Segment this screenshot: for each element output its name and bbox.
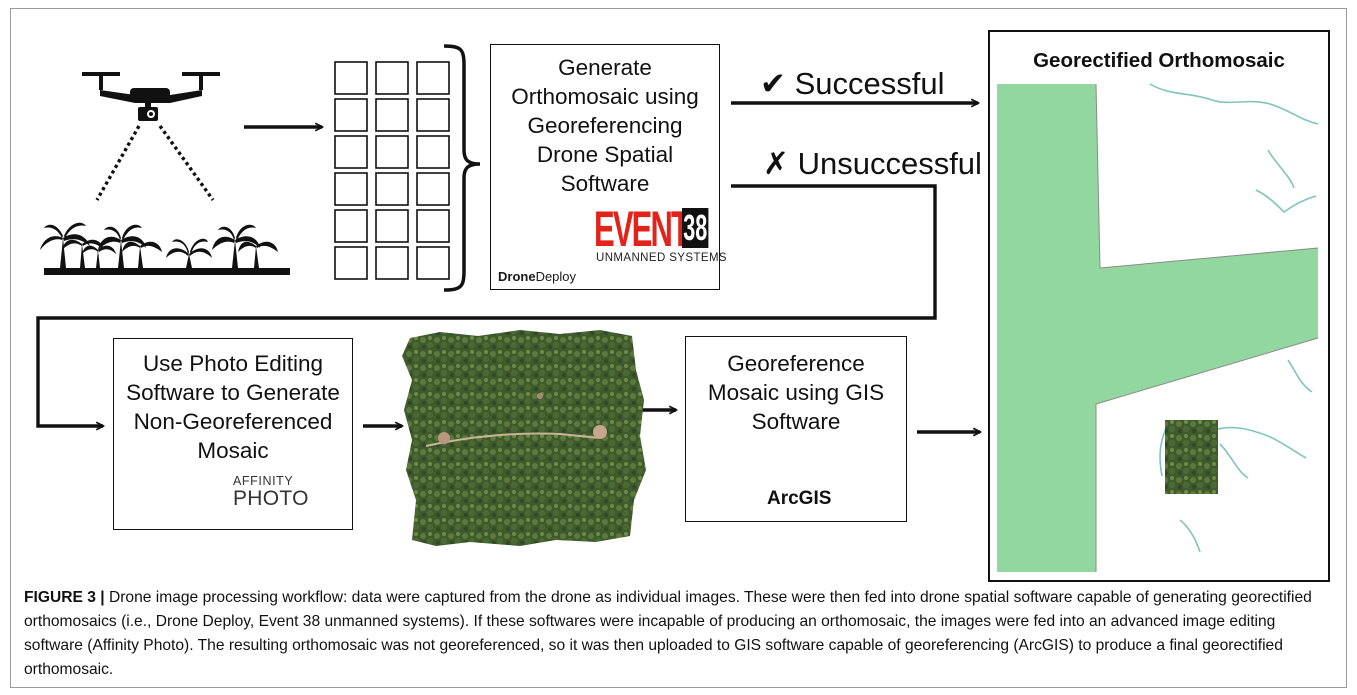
dronedeploy-wordmark: DroneDeploy [498,269,576,284]
dronedeploy-wordmark-bold: Drone [498,269,536,284]
caption-label: FIGURE 3 | [24,589,105,606]
result-georectified-orthomosaic: Georectified Orthomosaic [988,30,1330,582]
step-generate-text: Generate Orthomosaic using Georeferencin… [511,55,699,196]
step-georeference: Georeference Mosaic using GIS Software [685,336,907,522]
step-photo-text: Use Photo Editing Software to Generate N… [126,351,340,463]
event38-tagline: UNMANNED SYSTEMS [596,252,727,264]
step-generate-orthomosaic: Generate Orthomosaic using Georeferencin… [490,44,720,290]
step-photo-editing: Use Photo Editing Software to Generate N… [113,338,353,530]
arrow-unsuccessful [36,184,937,426]
event38-number: 38 [682,207,709,248]
figure-caption: FIGURE 3 | Drone image processing workfl… [24,586,1329,682]
step-georef-text: Georeference Mosaic using GIS Software [707,351,885,434]
flow-arrows [36,103,980,432]
event38-wordmark: EVENT [594,201,690,257]
affinity-photo-wordmark: AFFINITY PHOTO [233,472,309,510]
result-title: Georectified Orthomosaic [1033,49,1285,72]
outcome-unsuccessful-label: ✗ Unsuccessful [763,146,982,181]
outcome-successful-label: ✔ Successful [760,66,945,101]
figure-frame [10,8,1347,688]
caption-text: Drone image processing workflow: data we… [24,589,1312,678]
dronedeploy-wordmark-light: Deploy [535,269,577,284]
drone-icon [82,72,220,121]
affinity-bottom: PHOTO [233,487,309,510]
image-grid [334,61,450,280]
camera-view-lines [95,125,215,201]
palm-trees-icon [40,222,290,275]
grouping-brace [443,44,481,292]
arcgis-wordmark: ArcGIS [767,488,832,509]
event38-logo: EVENT 38 UNMANNED SYSTEMS [594,201,727,270]
affinity-top: AFFINITY [233,474,294,488]
mosaic-image [402,330,646,546]
orthomosaic-map [997,83,1319,572]
